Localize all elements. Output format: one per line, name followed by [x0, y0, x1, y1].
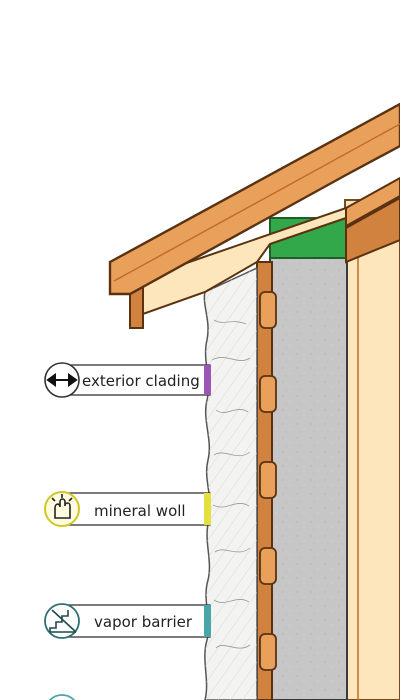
- roof-rafter-lower: [345, 196, 400, 264]
- hand-gesture-icon: [51, 494, 73, 519]
- stud-notches: [259, 291, 277, 671]
- label-exterior-cladding: exterior clading: [82, 372, 200, 390]
- label-mineral-wool: mineral woll: [94, 502, 186, 520]
- icon-circle-partial: [48, 694, 76, 700]
- callout-vapor-barrier: vapor barrier: [44, 603, 211, 639]
- insulation-hatch: [204, 268, 257, 700]
- callout-box-vapor-barrier: [61, 604, 211, 638]
- interior-wall-panel: [344, 199, 400, 700]
- roof-board: [108, 102, 400, 296]
- label-vapor-barrier: vapor barrier: [94, 613, 193, 631]
- roof-rafter: [345, 176, 400, 228]
- double-arrow-icon: [46, 373, 78, 387]
- concrete-texture: [272, 260, 345, 700]
- accent-bar-teal: [204, 605, 211, 637]
- callout-mineral-wool: mineral woll: [44, 491, 211, 527]
- staircase-icon: [49, 609, 77, 633]
- callout-exterior-cladding: exterior clading: [44, 362, 211, 398]
- roof-board-edge: [113, 123, 400, 282]
- accent-bar-purple: [204, 365, 211, 395]
- accent-bar-yellow: [204, 493, 211, 525]
- insulation-fibers: [211, 319, 251, 649]
